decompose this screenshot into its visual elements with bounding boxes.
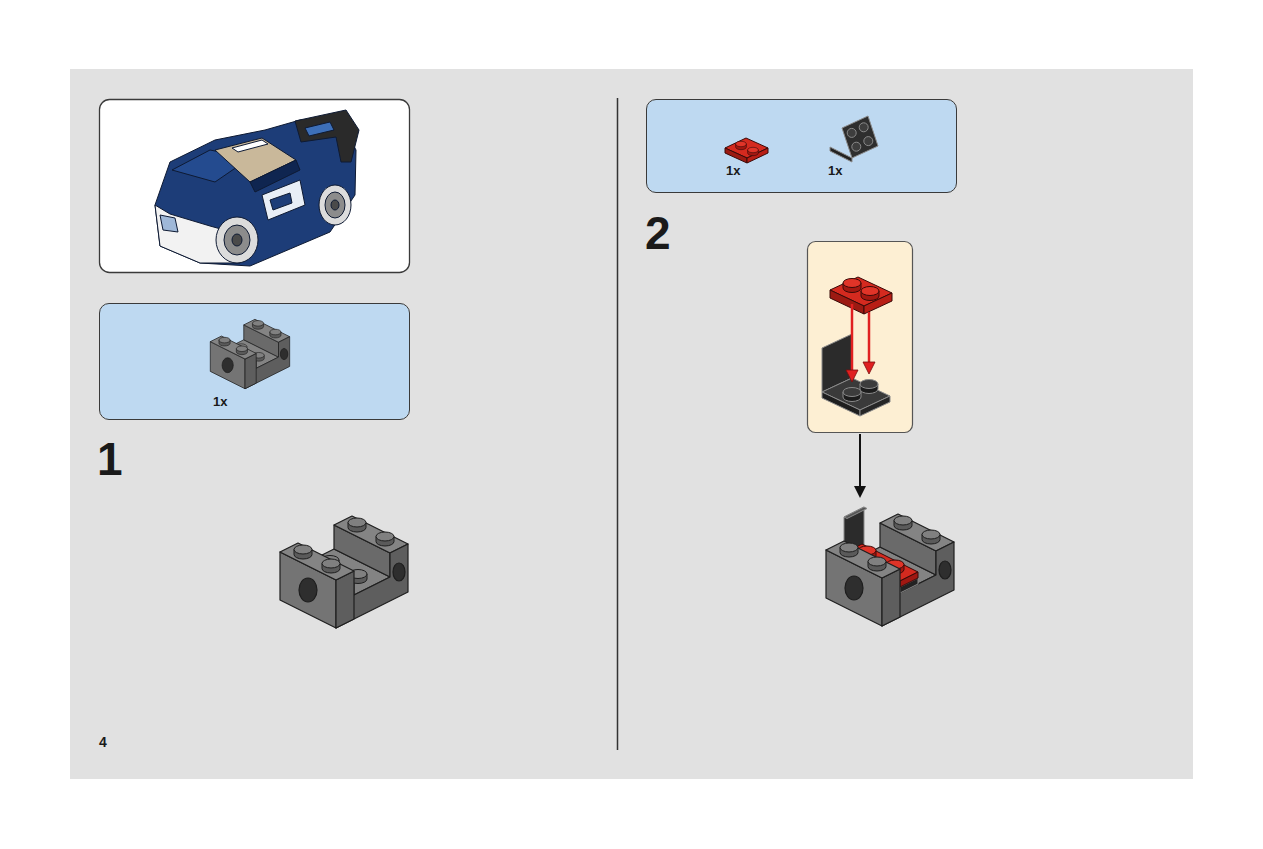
bracket-part (842, 116, 878, 158)
placement-arrows (846, 304, 875, 382)
attach-arrow (854, 486, 866, 498)
red-plate-part (725, 148, 747, 163)
red-plate-part (748, 147, 759, 155)
car-illustration (295, 110, 359, 162)
car-illustration (331, 200, 339, 210)
car-illustration (155, 110, 359, 266)
red-plate-on-model (900, 572, 918, 587)
callout-bracket (843, 388, 861, 402)
part-count: 1x (213, 395, 227, 408)
placement-arrows (863, 362, 875, 374)
page-number: 4 (99, 735, 107, 749)
attach-arrow (854, 434, 866, 498)
step2-model (826, 541, 900, 626)
car-illustration (232, 140, 268, 152)
car-illustration (270, 193, 292, 210)
parts-box: 1x 1x (646, 99, 957, 193)
red-plate-part (725, 138, 768, 163)
bracket-part (864, 137, 873, 146)
step1-model (280, 516, 408, 628)
placement-arrows (846, 370, 858, 382)
bracket-part (830, 116, 878, 162)
red-plate-part (736, 141, 747, 149)
bracket-part (859, 123, 868, 132)
subassembly-callout (808, 242, 913, 433)
car-illustration (232, 234, 242, 246)
callout-bracket (860, 396, 890, 416)
bracket-on-model (844, 507, 867, 519)
car-illustration (224, 225, 250, 255)
divider-line (617, 98, 619, 750)
technic-brick-part (210, 319, 289, 388)
callout-bracket (822, 334, 890, 416)
placement-arrows (851, 304, 854, 372)
page-panel (70, 69, 1193, 779)
red-plate-part (747, 148, 768, 163)
callout-red-plate (830, 290, 864, 314)
parts-box-fill (100, 304, 410, 420)
car-illustration (216, 217, 258, 263)
attach-arrow (859, 434, 861, 488)
car-illustration (155, 120, 356, 266)
car-illustration (319, 185, 351, 225)
step-number: 1 (97, 436, 123, 482)
placement-arrows (868, 312, 871, 364)
step1-model (280, 543, 354, 628)
part-count: 1x (828, 164, 842, 177)
callout-red-plate (861, 287, 879, 301)
part-count: 1x (726, 164, 740, 177)
callout-red-plate (830, 277, 892, 314)
bracket-part (847, 128, 856, 137)
bracket-part (852, 142, 861, 151)
model-box (100, 100, 410, 273)
car-illustration (305, 122, 334, 136)
step-number: 2 (645, 210, 671, 256)
step2-model (826, 507, 954, 626)
parts-box: 1x (99, 303, 410, 420)
parts-box-fill (647, 100, 957, 193)
car-illustration (262, 180, 305, 220)
car-illustration (325, 192, 345, 218)
car-illustration (160, 215, 178, 232)
callout-bracket (860, 380, 878, 394)
technic-brick-part (210, 336, 256, 389)
callout-red-plate (843, 279, 861, 293)
